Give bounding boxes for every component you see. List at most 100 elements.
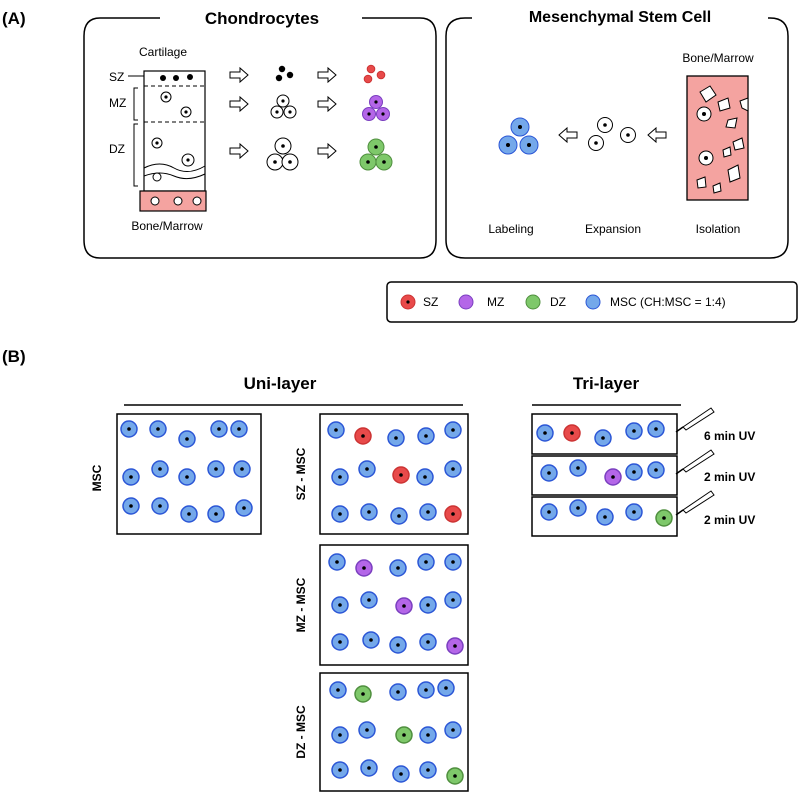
msc-cell [329, 681, 347, 699]
msc-cell [207, 460, 225, 478]
msc-cell [625, 463, 643, 481]
msc-cell [417, 681, 435, 699]
msc-cell [444, 553, 462, 571]
tri-layer-3 [531, 496, 678, 537]
tri-layer-title: Tri-layer [573, 374, 640, 393]
msc-cell [151, 460, 169, 478]
msc-cell [392, 765, 410, 783]
msc-cell [569, 459, 587, 477]
msc-cell [331, 505, 349, 523]
legend-mz: MZ [487, 295, 504, 309]
legend: SZ MZ DZ MSC (CH:MSC = 1:4) [386, 281, 798, 323]
msc-cell [417, 553, 435, 571]
msc-cell [569, 499, 587, 517]
zone-label-mz: MZ [109, 96, 126, 110]
msc-cell [207, 505, 225, 523]
sz-cell [444, 505, 462, 523]
msc-cell [419, 633, 437, 651]
msc-cell [331, 761, 349, 779]
msc-cell [122, 497, 140, 515]
uv-pen-3 [675, 490, 715, 516]
msc-cell [444, 591, 462, 609]
msc-cell [419, 726, 437, 744]
msc-cell [120, 420, 138, 438]
chondrocytes-title: Chondrocytes [205, 9, 319, 28]
msc-cell [389, 559, 407, 577]
tri-layer-2 [531, 455, 678, 496]
dz-cell [395, 726, 413, 744]
cell-layer [120, 420, 673, 785]
msc-cell [151, 497, 169, 515]
msc-cell [362, 631, 380, 649]
msc-title: Mesenchymal Stem Cell [529, 9, 711, 26]
msc-cell [331, 468, 349, 486]
uni-square-msc [116, 413, 262, 535]
step-isolation: Isolation [696, 222, 741, 236]
msc-cell [233, 460, 251, 478]
labeled-chondrocytes [359, 64, 393, 171]
msc-cell [540, 464, 558, 482]
msc-cell [387, 429, 405, 447]
dz-cell [446, 767, 464, 785]
msc-cell [416, 468, 434, 486]
msc-cell [536, 424, 554, 442]
msc-cell [647, 461, 665, 479]
labeled-mscs [498, 117, 539, 155]
msc-arrows [558, 126, 667, 144]
panel-b-label: (B) [2, 347, 26, 366]
uni-label-msc: MSC [90, 464, 104, 491]
msc-cell [437, 679, 455, 697]
bone-label-chondro: Bone/Marrow [131, 219, 203, 233]
msc-cell [230, 420, 248, 438]
msc-cell [149, 420, 167, 438]
sz-cell [563, 424, 581, 442]
process-arrows [229, 66, 337, 160]
legend-sz: SZ [423, 295, 438, 309]
msc-cell [122, 468, 140, 486]
msc-cell [328, 553, 346, 571]
msc-cell [417, 427, 435, 445]
msc-cell [419, 596, 437, 614]
uni-label-mz: MZ - MSC [294, 577, 308, 632]
uni-square-mz [319, 544, 469, 666]
sz-cell [392, 466, 410, 484]
mz-cell [604, 468, 622, 486]
uv-label-1: 6 min UV [704, 429, 755, 443]
msc-cell [540, 503, 558, 521]
uni-layer-title: Uni-layer [244, 374, 317, 393]
msc-cell [360, 591, 378, 609]
uni-square-dz [319, 672, 469, 792]
mz-cell [355, 559, 373, 577]
cartilage-column [139, 70, 207, 212]
sz-cell [354, 427, 372, 445]
msc-cell [360, 759, 378, 777]
msc-cell [178, 468, 196, 486]
step-expansion: Expansion [585, 222, 641, 236]
zone-label-sz: SZ [109, 70, 124, 84]
uv-label-3: 2 min UV [704, 513, 755, 527]
msc-cell [235, 499, 253, 517]
cartilage-label: Cartilage [139, 45, 187, 59]
zone-label-dz: DZ [109, 142, 125, 156]
msc-cell [210, 420, 228, 438]
uni-label-sz: SZ - MSC [294, 447, 308, 500]
msc-cell [331, 596, 349, 614]
msc-cell [178, 430, 196, 448]
msc-cell [180, 505, 198, 523]
msc-cell [331, 726, 349, 744]
bone-marrow-block [686, 75, 749, 201]
msc-cell [419, 761, 437, 779]
uni-square-sz [319, 413, 469, 535]
legend-dz: DZ [550, 295, 566, 309]
msc-cell [358, 460, 376, 478]
uv-pen-2 [675, 449, 715, 475]
expansion-cells [588, 117, 636, 151]
msc-cell [419, 503, 437, 521]
msc-cell [596, 508, 614, 526]
msc-cell [358, 721, 376, 739]
dz-cell [354, 685, 372, 703]
legend-msc: MSC (CH:MSC = 1:4) [610, 295, 726, 309]
isolated-cells [266, 65, 299, 171]
msc-cell [444, 460, 462, 478]
